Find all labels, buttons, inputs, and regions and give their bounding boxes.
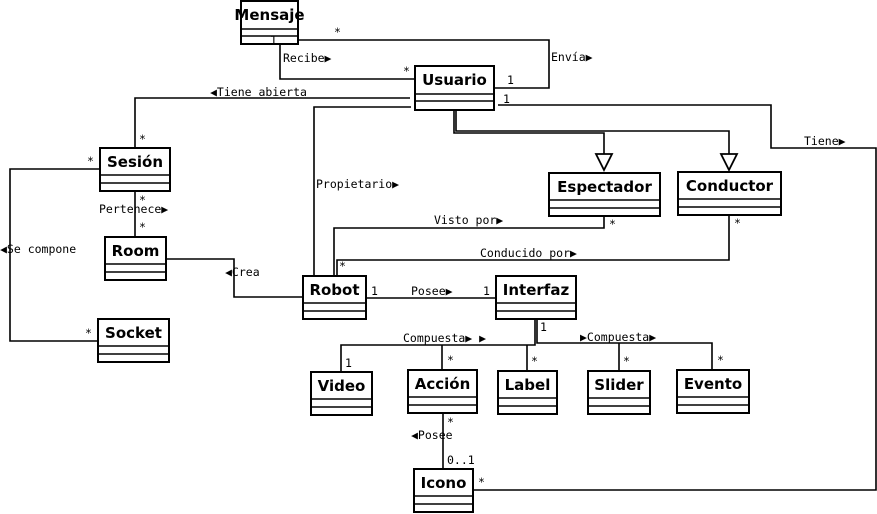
mult-icono-right: * <box>478 475 485 489</box>
mult-conductor: * <box>734 216 741 230</box>
label-posee-interfaz: Posee▶ <box>411 284 453 298</box>
label-envia: Envía▶ <box>551 50 593 64</box>
class-interfaz-name: Interfaz <box>503 281 570 299</box>
class-icono[interactable]: Icono <box>413 468 474 513</box>
class-usuario-name: Usuario <box>422 71 487 89</box>
class-sesion-name: Sesión <box>107 153 163 171</box>
association-envia-line <box>297 39 550 89</box>
association-recibe-line <box>279 44 415 80</box>
class-video[interactable]: Video <box>310 371 373 416</box>
mult-mensaje-bottom: 1 <box>270 33 277 47</box>
generalization-arrowhead-conductor <box>719 153 739 173</box>
mult-usuario-tiene: 1 <box>503 92 510 106</box>
mult-label: * <box>531 354 538 368</box>
class-label[interactable]: Label <box>497 370 558 415</box>
mult-mensaje-right: * <box>334 25 341 39</box>
mult-accion-bottom: * <box>447 415 454 429</box>
class-label-name: Label <box>505 376 551 394</box>
mult-sesion-top: * <box>139 132 146 146</box>
class-conductor[interactable]: Conductor <box>677 171 782 216</box>
label-posee-icono: ◀Posee <box>411 428 453 442</box>
class-evento-name: Evento <box>684 375 742 393</box>
generalization-arrowhead-espectador <box>594 153 614 173</box>
class-interfaz[interactable]: Interfaz <box>495 275 577 320</box>
mult-usuario-recibe: * <box>403 64 410 78</box>
class-room-name: Room <box>112 242 160 260</box>
class-accion[interactable]: Acción <box>407 369 478 414</box>
mult-icono-top: 0..1 <box>447 453 475 467</box>
class-evento[interactable]: Evento <box>676 369 750 414</box>
mult-room-top: * <box>139 220 146 234</box>
class-espectador-name: Espectador <box>557 178 652 196</box>
class-mensaje[interactable]: Mensaje <box>234 0 305 45</box>
label-se-compone: ◀Se compone <box>0 242 76 256</box>
association-tiene-line <box>473 104 877 491</box>
class-robot[interactable]: Robot <box>302 275 367 320</box>
generalization-espectador-line <box>453 110 605 154</box>
association-conducido-por-line <box>336 216 730 276</box>
label-conducido-por: Conducido por▶ <box>480 246 577 260</box>
composition-video-line <box>340 320 536 372</box>
label-tiene: Tiene▶ <box>804 134 846 148</box>
class-conductor-name: Conductor <box>686 177 774 195</box>
class-slider-name: Slider <box>594 376 644 394</box>
class-room[interactable]: Room <box>104 236 167 281</box>
association-visto-por-line <box>333 217 605 276</box>
class-sesion[interactable]: Sesión <box>99 147 171 192</box>
mult-video: 1 <box>345 356 352 370</box>
label-recibe: Recibe▶ <box>283 51 332 65</box>
label-propietario: Propietario▶ <box>316 177 399 191</box>
label-compuesta-right: ▶Compuesta▶ <box>580 330 656 344</box>
mult-evento: * <box>717 353 724 367</box>
class-icono-name: Icono <box>421 474 467 492</box>
label-tiene-abierta: ◀Tiene abierta <box>210 85 307 99</box>
class-slider[interactable]: Slider <box>587 370 651 415</box>
class-video-name: Video <box>318 377 366 395</box>
mult-robot-top: * <box>339 259 346 273</box>
mult-interfaz-bottom: 1 <box>540 320 547 334</box>
mult-accion-top: * <box>447 353 454 367</box>
class-socket[interactable]: Socket <box>97 318 170 363</box>
association-crea-line <box>166 258 303 298</box>
label-compuesta-left: Compuesta▶ ▶ <box>403 331 486 345</box>
mult-interfaz-posee: 1 <box>483 284 490 298</box>
mult-sesion-bottom: * <box>139 193 146 207</box>
class-espectador[interactable]: Espectador <box>548 172 661 217</box>
label-visto-por: Visto por▶ <box>434 213 503 227</box>
class-accion-name: Acción <box>415 375 471 393</box>
class-socket-name: Socket <box>105 324 162 342</box>
mult-sesion-left: * <box>87 154 94 168</box>
generalization-conductor-line <box>455 110 730 154</box>
mult-slider: * <box>623 354 630 368</box>
composition-evento-line <box>536 320 713 370</box>
association-propietario-line <box>313 106 411 276</box>
mult-robot-posee: 1 <box>371 284 378 298</box>
label-crea: ◀Crea <box>225 265 260 279</box>
association-se-compone-line <box>9 168 100 342</box>
class-robot-name: Robot <box>309 281 359 299</box>
mult-usuario-envia: 1 <box>507 73 514 87</box>
class-mensaje-name: Mensaje <box>234 6 304 24</box>
association-tiene-abierta-line <box>134 97 410 148</box>
class-usuario[interactable]: Usuario <box>414 65 495 111</box>
label-pertenece: Pertenece▶ <box>99 202 168 216</box>
mult-espectador: * <box>609 217 616 231</box>
mult-socket-left: * <box>85 326 92 340</box>
